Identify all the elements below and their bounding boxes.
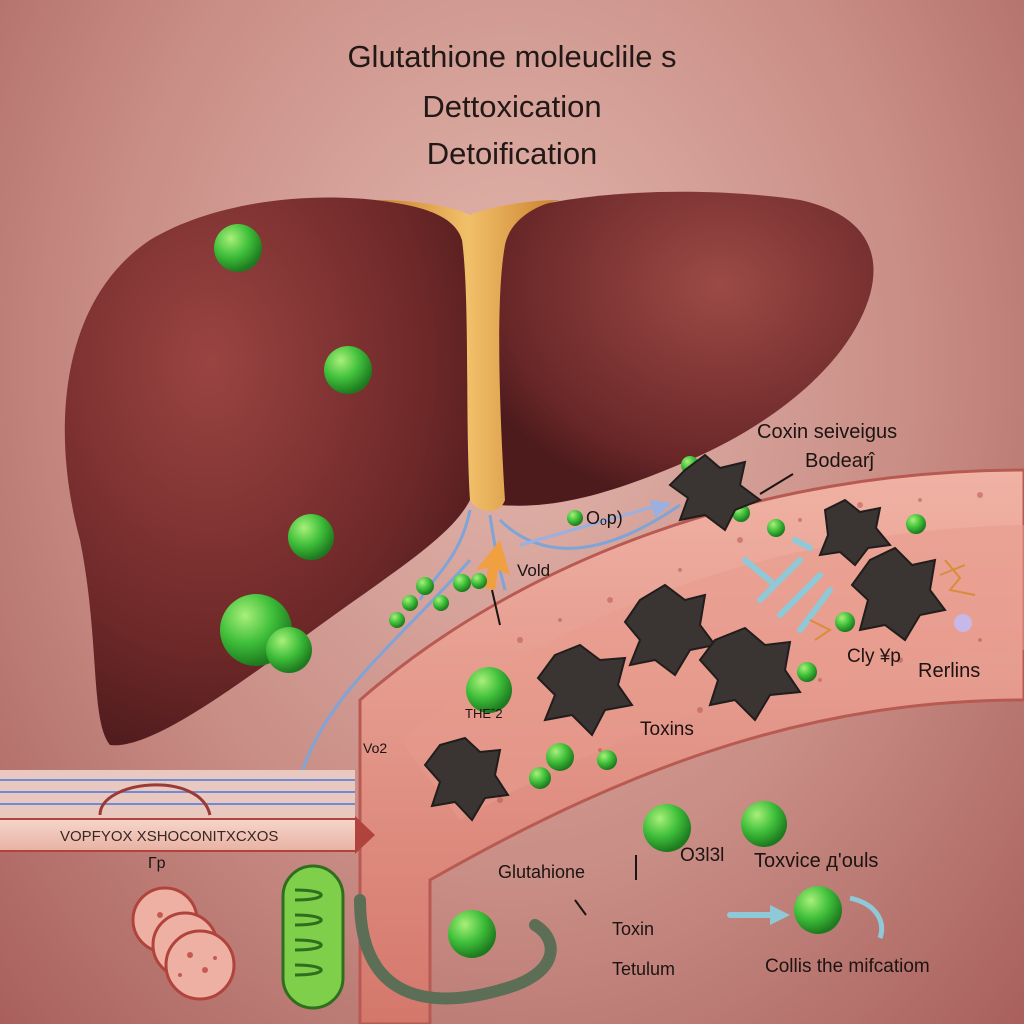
- falciform-ligament: [375, 200, 560, 512]
- reaction-sparks: [809, 559, 976, 641]
- toxin-particle-icon: [698, 626, 802, 722]
- vessel-banner: VOPFYOX XSHOCONITXCXOS: [0, 818, 355, 852]
- label-toxins: Toxins: [640, 719, 694, 740]
- label-small-p: Гp: [148, 855, 166, 872]
- label-toxin: Toxin: [612, 919, 655, 939]
- small-molecules: [389, 456, 926, 789]
- tubule: [354, 894, 557, 1005]
- label-glutathione: Glutahione: [498, 862, 586, 882]
- glutathione-molecule-icon: [266, 627, 312, 673]
- label-tetulum: Tetulum: [612, 959, 676, 979]
- toxin-particle-icon: [536, 643, 634, 737]
- arrow-icon: [650, 500, 672, 518]
- glutathione-molecule-icon: [324, 346, 372, 394]
- label-bodear: Bodearĵ: [805, 450, 874, 472]
- glutathione-molecule-icon: [741, 801, 787, 847]
- label-toxvice: Toxvice д'ouls: [754, 850, 879, 872]
- label-collis: Collis the mifcatiom: [765, 956, 930, 977]
- label-the2: THEˆ2: [465, 706, 503, 721]
- glutathione-molecule-icon: [214, 224, 262, 272]
- left-vessel-strip: [0, 770, 355, 818]
- pointer-lines: [491, 473, 794, 916]
- arrow-icon: [770, 905, 790, 925]
- title-line-1: Glutathione moleuclile s: [347, 39, 677, 74]
- liver-left-lobe: [64, 197, 480, 746]
- mitochondria-icon: [281, 864, 345, 1010]
- toxins: [423, 453, 947, 822]
- blood-cell-icon: [131, 886, 236, 1001]
- vessel-texture: [497, 492, 983, 803]
- label-o2: Oₒp): [586, 508, 623, 528]
- label-cl: Clу ¥р: [847, 646, 901, 667]
- glutathione-molecule-icon: [448, 910, 496, 958]
- glutathione-molecule-icon: [288, 514, 334, 560]
- glutathione-molecules-liver: [214, 224, 372, 673]
- toxin-particle-icon: [623, 583, 717, 677]
- toxin-particle-icon: [850, 546, 947, 642]
- liver-icon: [64, 191, 874, 746]
- label-rerlins: Rerlins: [918, 660, 981, 682]
- arrow-icon: [355, 816, 375, 854]
- title-line-2: Dettoxication: [422, 89, 602, 124]
- glutathione-molecule-icon: [643, 804, 691, 852]
- label-vo2: Vo2: [363, 740, 388, 756]
- glutathione-molecule-icon: [466, 667, 512, 713]
- liver-right-lobe: [490, 191, 874, 506]
- arrow-icon: [519, 503, 661, 547]
- glyco-particle: [954, 614, 972, 632]
- label-vold: Vold: [517, 561, 551, 580]
- toxin-particle-icon: [818, 498, 892, 567]
- glutathione-molecule-icon: [794, 886, 842, 934]
- flow-arrows: [727, 537, 833, 918]
- arrow-icon: [849, 895, 885, 939]
- label-o3ol: O3l3l: [680, 845, 725, 866]
- toxin-particle-icon: [423, 736, 510, 822]
- label-coxin-severe: Coxin seiveigus: [757, 421, 898, 443]
- title-line-3: Detoification: [426, 136, 598, 171]
- toxin-particle-icon: [668, 453, 763, 532]
- arrow-icon: [476, 540, 510, 590]
